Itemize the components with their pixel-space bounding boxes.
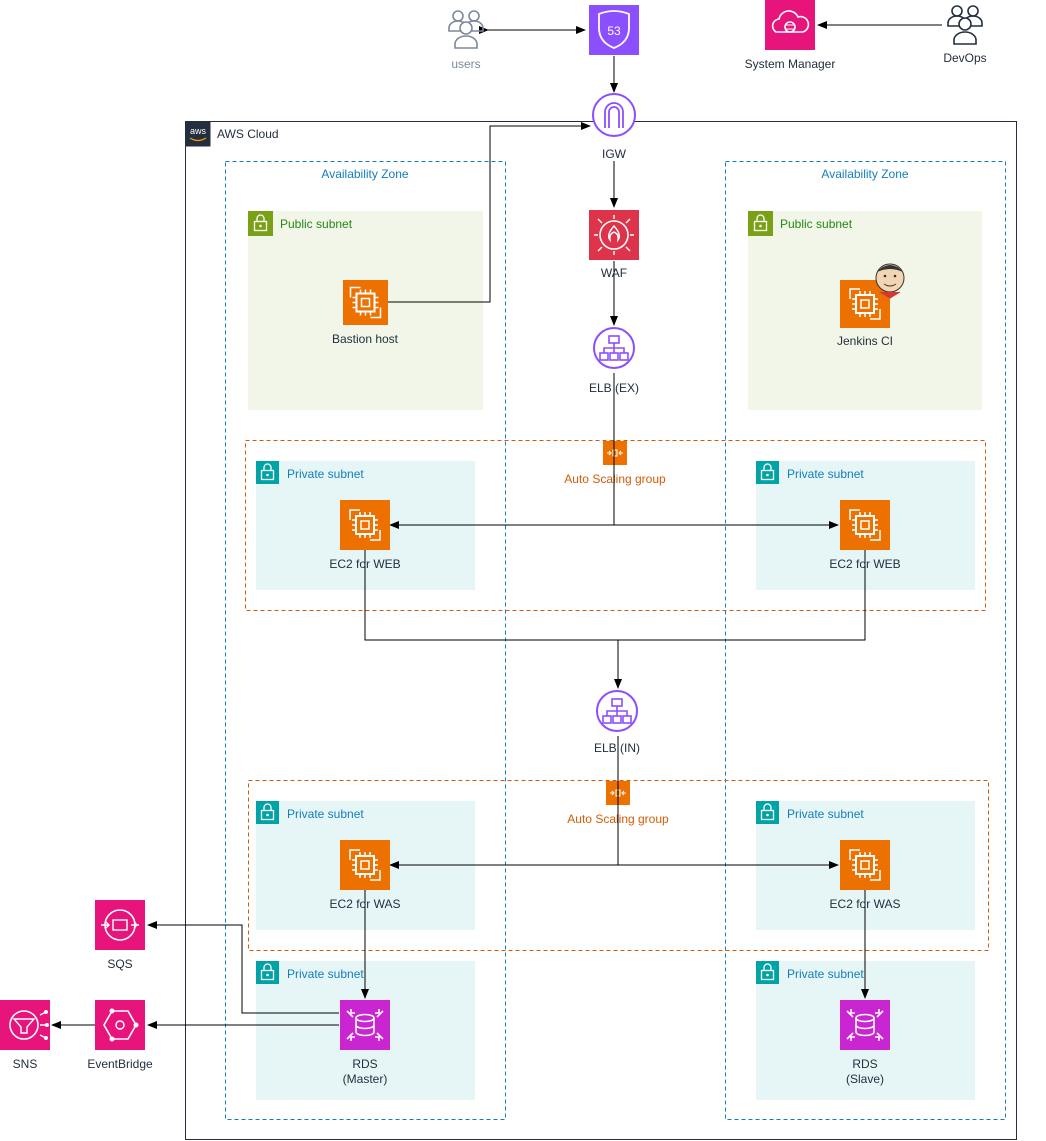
availability-zone-left-label: Availability Zone: [321, 167, 408, 181]
edge-bastion-igw: [388, 122, 591, 303]
public-subnet-left-lock-icon: [248, 211, 273, 236]
jenkins-butler-icon: [875, 263, 905, 299]
sqs-label: SQS: [107, 957, 132, 971]
ec2-web-right-icon: [840, 500, 890, 550]
waf-icon: [589, 210, 639, 260]
aws-logo-icon: aws: [185, 121, 211, 147]
auto-scaling-group-web-icon: [602, 440, 628, 466]
ec2-was-right-label: EC2 for WAS: [830, 897, 901, 911]
ec2-was-left-label: EC2 for WAS: [330, 897, 401, 911]
ec2-was-left-icon: [340, 840, 390, 890]
igw-icon: [592, 93, 636, 137]
auto-scaling-group-web-label: Auto Scaling group: [564, 472, 666, 486]
eventbridge-label: EventBridge: [87, 1057, 153, 1071]
bastion-host-label: Bastion host: [332, 332, 399, 346]
private-subnet-web-left-label: Private subnet: [287, 467, 364, 481]
private-subnet-web-right-lock-icon: [756, 461, 779, 484]
private-subnet-db-left-lock-icon: [256, 961, 279, 984]
rds-master-icon: [340, 1000, 390, 1050]
private-subnet-was-right-lock-icon: [756, 801, 779, 824]
eventbridge-icon: [95, 1000, 145, 1050]
waf-label: WAF: [601, 266, 627, 280]
edge-web-left-elb-in: [364, 550, 622, 689]
ec2-web-right-label: EC2 for WEB: [829, 557, 900, 571]
bastion-host-icon: [343, 280, 388, 325]
route53-icon: 53: [589, 5, 639, 55]
private-subnet-db-right-lock-icon: [756, 961, 779, 984]
private-subnet-was-left-label: Private subnet: [287, 807, 364, 821]
devops-label: DevOps: [943, 51, 986, 65]
private-subnet-web-left-lock-icon: [256, 461, 279, 484]
private-subnet-was-left-lock-icon: [256, 801, 279, 824]
connectors: [51, 21, 942, 1029]
edge-web-right-elb-in: [618, 550, 866, 641]
public-subnet-right-lock-icon: [748, 211, 773, 236]
users-label: users: [451, 57, 480, 71]
jenkins-ci-label: Jenkins CI: [837, 334, 893, 348]
ec2-web-left-label: EC2 for WEB: [329, 557, 400, 571]
rds-slave-label: RDS: [852, 1057, 877, 1071]
rds-master-role: (Master): [343, 1072, 388, 1086]
ec2-web-left-icon: [340, 500, 390, 550]
public-subnet-right-label: Public subnet: [780, 217, 853, 231]
elb-in-icon: [596, 690, 638, 732]
aws-cloud-label: AWS Cloud: [217, 127, 279, 141]
elb-ex-label: ELB (EX): [589, 381, 639, 395]
rds-slave-icon: [840, 1000, 890, 1050]
private-subnet-web-right-label: Private subnet: [787, 467, 864, 481]
sqs-icon: [95, 900, 145, 950]
igw-label: IGW: [602, 147, 627, 161]
users-icon: [448, 10, 484, 49]
public-subnet-left-label: Public subnet: [280, 217, 353, 231]
route53-label: 53: [607, 24, 621, 38]
availability-zone-right-label: Availability Zone: [821, 167, 908, 181]
sns-icon: [0, 1000, 50, 1050]
edge-rds-sqs: [147, 921, 339, 1014]
rds-master-label: RDS: [352, 1057, 377, 1071]
system-manager-icon: [765, 0, 815, 50]
elb-ex-icon: [593, 327, 635, 369]
ec2-was-right-icon: [840, 840, 890, 890]
rds-slave-role: (Slave): [846, 1072, 884, 1086]
private-subnet-db-right-label: Private subnet: [787, 967, 864, 981]
elb-in-label: ELB (IN): [594, 741, 640, 755]
system-manager-label: System Manager: [745, 57, 836, 71]
private-subnet-db-left-label: Private subnet: [287, 967, 364, 981]
private-subnet-was-right-label: Private subnet: [787, 807, 864, 821]
devops-icon: [947, 5, 983, 45]
svg-text:aws: aws: [190, 126, 207, 136]
sns-label: SNS: [13, 1057, 38, 1071]
